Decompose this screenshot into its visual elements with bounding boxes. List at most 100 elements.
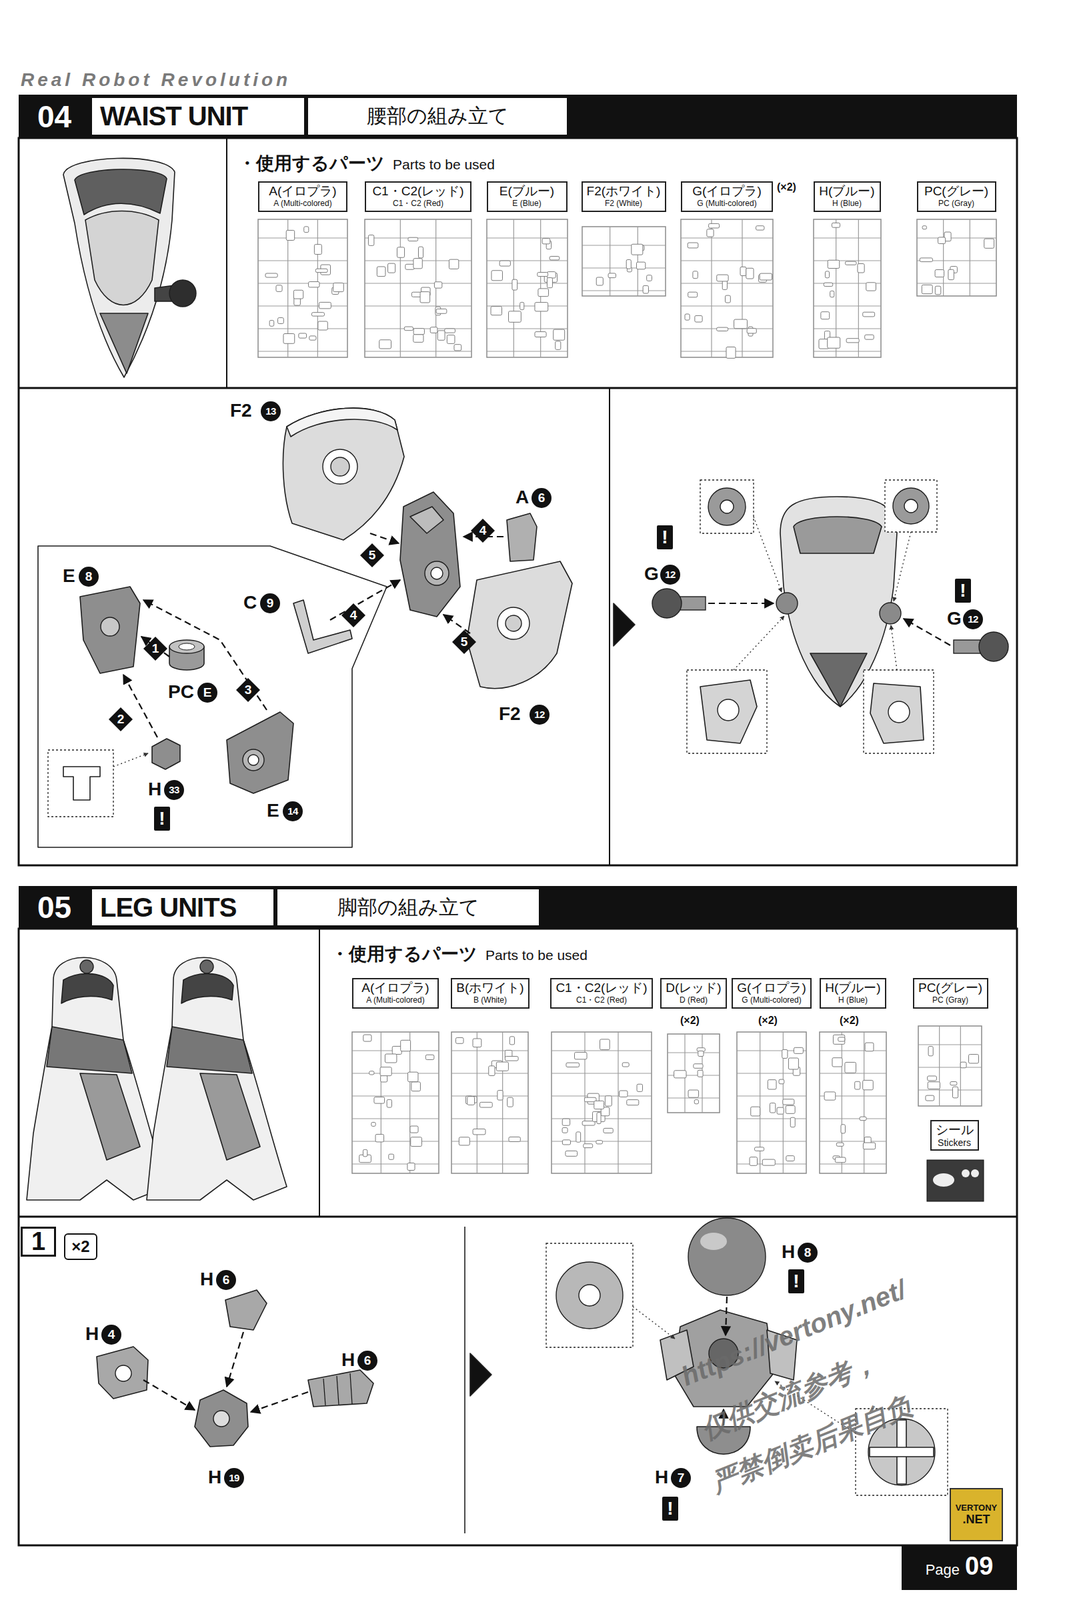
illustration-shape xyxy=(258,305,348,307)
illustration-shape xyxy=(388,263,396,273)
illustration-shape xyxy=(706,229,714,237)
illustration-shape xyxy=(551,1073,652,1074)
illustration-shape xyxy=(637,226,639,297)
illustration-shape xyxy=(608,273,616,279)
illustration-shape xyxy=(626,259,631,269)
illustration-shape xyxy=(413,258,423,269)
illustration-shape xyxy=(938,1026,940,1107)
illustration-shape xyxy=(278,318,285,325)
illustration-shape xyxy=(759,1032,761,1174)
illustration-shape xyxy=(276,285,283,293)
detail-box xyxy=(48,750,114,817)
illustration-shape xyxy=(782,1099,795,1106)
illustration-shape xyxy=(786,1156,795,1162)
part-drawing xyxy=(63,766,101,801)
waist-illustration xyxy=(793,516,882,554)
assembly-arrow xyxy=(143,600,267,711)
assembly-arrow xyxy=(443,614,471,634)
runner-label: F2(ホワイト)F2 (White) xyxy=(581,181,667,213)
illustration-shape xyxy=(922,226,927,230)
illustration-shape xyxy=(502,1032,503,1174)
frame-line xyxy=(608,388,611,866)
illustration-shape xyxy=(919,258,933,263)
runner-label: PC(グレー)PC (Gray) xyxy=(916,181,997,213)
illustration-shape xyxy=(750,1107,761,1117)
runner-label-text: C1・C2 (Red) xyxy=(554,995,649,1006)
illustration-shape xyxy=(916,237,997,239)
illustration-shape xyxy=(451,1032,529,1174)
section-number: 04 xyxy=(18,94,91,139)
illustration-shape xyxy=(311,312,325,317)
illustration-shape xyxy=(434,282,442,289)
part-number: 6 xyxy=(531,488,552,509)
illustration-shape xyxy=(388,1154,395,1160)
illustration-shape xyxy=(318,321,328,331)
illustration-shape xyxy=(782,1049,788,1059)
section-number-text: 05 xyxy=(37,889,72,926)
illustration-shape xyxy=(834,1157,846,1164)
runner-label-text: C1・C2(レッド) xyxy=(554,980,649,996)
illustration-shape xyxy=(819,1118,887,1120)
illustration-shape xyxy=(538,288,549,297)
part-drawing xyxy=(506,513,537,562)
illustration-shape xyxy=(960,1062,967,1069)
part-number: 9 xyxy=(260,593,281,614)
illustration-shape xyxy=(486,260,568,261)
illustration-shape xyxy=(467,1097,475,1106)
illustration-shape xyxy=(820,312,830,320)
ball-joint xyxy=(169,280,197,307)
leg-illustration xyxy=(80,1073,141,1161)
runner-drawing xyxy=(364,219,472,358)
illustration-shape xyxy=(371,1122,376,1127)
illustration-shape xyxy=(667,1052,720,1053)
runner-label-text: A (Multi-colored) xyxy=(262,198,343,209)
runner-label-text: G (Multi-colored) xyxy=(736,995,807,1006)
part-number: 12 xyxy=(660,564,681,585)
illustration-shape xyxy=(741,219,743,358)
runner-label-text: H (Blue) xyxy=(818,198,877,209)
illustration-shape xyxy=(969,219,971,297)
illustration-shape xyxy=(375,1134,385,1142)
illustration-shape xyxy=(857,264,865,273)
part-number: E xyxy=(197,682,218,703)
illustration-shape xyxy=(734,319,748,329)
part-number: 4 xyxy=(101,1325,122,1346)
illustration-shape xyxy=(827,260,840,269)
illustration-shape xyxy=(555,341,561,351)
illustration-shape xyxy=(844,1062,857,1074)
part-drawing xyxy=(892,488,929,525)
watermark-badge-text: VERTONY xyxy=(955,1503,998,1514)
illustration-shape xyxy=(950,1081,957,1086)
illustration-shape xyxy=(562,1140,571,1146)
runner-drawing xyxy=(819,1032,887,1174)
illustration-shape xyxy=(309,336,317,341)
illustration-shape xyxy=(352,1073,439,1074)
illustration-shape xyxy=(562,1127,568,1134)
illustration-shape xyxy=(509,1036,515,1045)
sticker-sheet xyxy=(932,1173,955,1188)
caution-mark: ! xyxy=(656,525,673,550)
illustration-shape xyxy=(838,1037,845,1042)
part-drawing xyxy=(400,492,461,617)
illustration-shape xyxy=(863,1032,865,1174)
runner-label-text: E (Blue) xyxy=(491,198,563,209)
parts-panel: A(イロプラ)A (Multi-colored)B(ホワイト)B (White)… xyxy=(319,928,1017,1218)
illustration-shape xyxy=(736,1118,807,1120)
part-drawing xyxy=(169,640,205,654)
illustration-shape xyxy=(693,1064,703,1070)
illustration-shape xyxy=(680,260,773,261)
runner-label-text: D (Red) xyxy=(664,995,723,1006)
runner-drawing xyxy=(680,219,773,359)
illustration-shape xyxy=(352,1118,439,1120)
illustration-shape xyxy=(497,1091,503,1102)
illustration-shape xyxy=(407,1163,415,1171)
runner-label: C1・C2(レッド)C1・C2 (Red) xyxy=(364,181,472,213)
ball-joint xyxy=(652,588,682,619)
illustration-shape xyxy=(968,1054,979,1064)
runner-label-text: H(ブルー) xyxy=(824,980,882,996)
socket xyxy=(879,602,901,625)
illustration-shape xyxy=(537,272,549,277)
illustration-shape xyxy=(708,223,720,229)
illustration-shape xyxy=(364,350,472,352)
part-letter: H xyxy=(341,1349,355,1372)
